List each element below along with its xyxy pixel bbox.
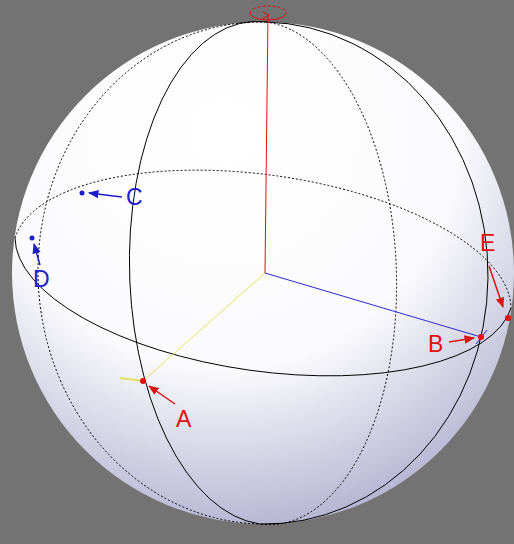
meridian-front bbox=[260, 22, 488, 524]
rotation-circle bbox=[250, 13, 286, 20]
point-label: E bbox=[480, 232, 495, 255]
meridian-front bbox=[129, 21, 266, 524]
equator-front bbox=[15, 238, 511, 376]
leader-arrow bbox=[89, 193, 122, 197]
point bbox=[478, 334, 484, 340]
rotation-circle bbox=[250, 6, 286, 13]
point bbox=[30, 236, 35, 241]
leader-arrow bbox=[149, 386, 175, 404]
point-label: A bbox=[176, 408, 191, 431]
leader-arrow bbox=[34, 244, 40, 265]
meridian-back bbox=[38, 22, 266, 524]
meridian-back bbox=[260, 22, 397, 525]
axis-tick bbox=[476, 330, 487, 344]
leader-arrow bbox=[489, 266, 503, 307]
y-axis bbox=[265, 273, 481, 337]
point-label: D bbox=[33, 268, 50, 291]
point bbox=[505, 315, 511, 321]
point bbox=[80, 191, 85, 196]
equator-back bbox=[15, 170, 511, 308]
x-axis-stub bbox=[120, 378, 143, 381]
x-axis bbox=[143, 273, 265, 381]
point-label: C bbox=[126, 186, 143, 209]
leader-arrow bbox=[449, 338, 474, 342]
rotation-arrow bbox=[262, 12, 269, 19]
sphere bbox=[12, 22, 514, 524]
point bbox=[140, 378, 146, 384]
z-axis bbox=[265, 14, 268, 273]
point-label: B bbox=[428, 333, 443, 356]
